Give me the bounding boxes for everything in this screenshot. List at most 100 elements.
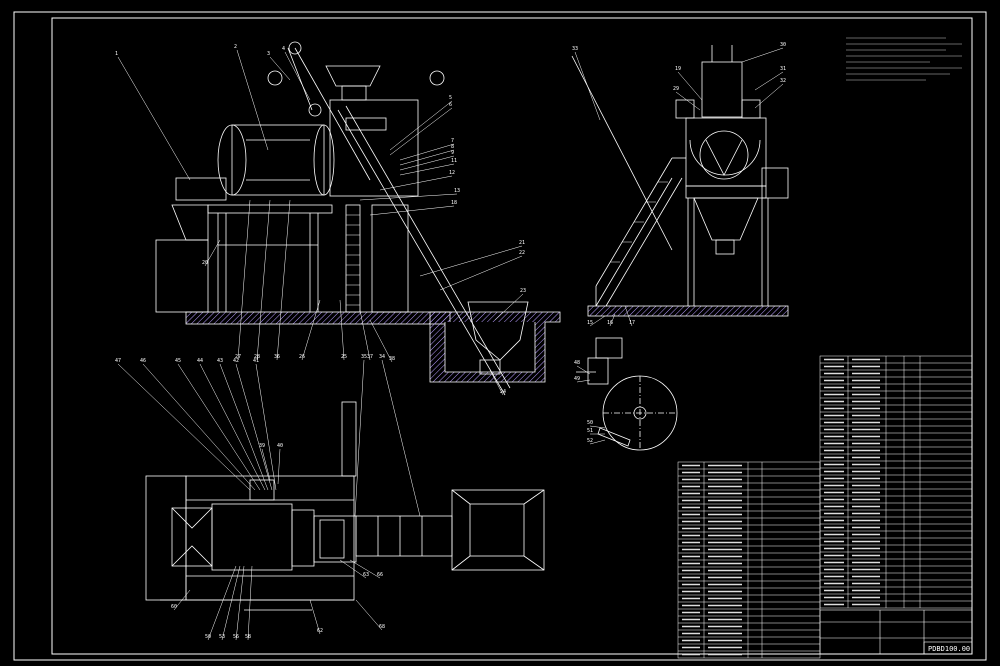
- foundation-slab: [185, 311, 451, 325]
- balloon-label: 33: [572, 46, 578, 52]
- fan-right: [429, 70, 445, 86]
- balloon-37: 37: [359, 309, 373, 361]
- balloon-31: 31: [754, 66, 786, 91]
- balloon-label: 18: [451, 200, 457, 206]
- balloon-4: 4: [282, 46, 311, 101]
- outer-frame: [13, 11, 987, 661]
- balloon-50: 50: [587, 420, 606, 429]
- balloon-label: 4: [282, 46, 285, 52]
- balloon-44: 44: [197, 358, 266, 491]
- balloon-3: 3: [267, 51, 291, 81]
- balloon-label: 28: [254, 354, 260, 360]
- balloon-label: 9: [451, 150, 454, 156]
- balloon-label: 60: [171, 604, 177, 610]
- balloon-label: 51: [587, 428, 593, 434]
- side-view: [155, 41, 561, 396]
- ladder: [345, 204, 361, 313]
- balloon-label: 50: [205, 634, 211, 640]
- balloon-26: 26: [299, 299, 321, 361]
- balloon-label: 29: [673, 86, 679, 92]
- balloon-label: 13: [454, 188, 460, 194]
- balloon-label: 21: [519, 240, 525, 246]
- balloon-15: 15: [587, 315, 606, 327]
- balloon-label: 44: [197, 358, 203, 364]
- balloon-19: 19: [675, 66, 703, 101]
- balloon-53: 53: [219, 565, 241, 641]
- balloon-label: 41: [253, 358, 259, 364]
- balloon-49: 49: [574, 376, 591, 383]
- balloon-1: 1: [115, 51, 191, 181]
- balloon-22: 22: [439, 250, 525, 291]
- balloon-label: 17: [629, 320, 635, 326]
- feed-hopper: [325, 65, 381, 87]
- balloon-32: 32: [754, 78, 786, 109]
- balloon-label: 26: [299, 354, 305, 360]
- drawing-number: PDBD100.00: [928, 645, 970, 653]
- balloon-label: 7: [451, 138, 454, 144]
- balloon-21: 21: [419, 240, 525, 277]
- balloon-43: 43: [217, 358, 269, 491]
- inclined-conveyor: [337, 109, 506, 396]
- balloon-label: 15: [587, 320, 593, 326]
- balloon-5: 5: [389, 95, 453, 151]
- balloon-13: 13: [359, 188, 460, 201]
- balloon-label: 2: [234, 44, 237, 50]
- balloon-28: 28: [254, 199, 271, 361]
- inlet-box: [171, 507, 213, 567]
- balloon-11: 11: [399, 158, 457, 176]
- balloon-2: 2: [234, 44, 269, 151]
- balloon-label: 43: [217, 358, 223, 364]
- balloon-label: 16: [607, 320, 613, 326]
- balloon-label: 11: [451, 158, 457, 164]
- balloon-41: 41: [253, 358, 277, 491]
- balloon-29: 29: [673, 86, 701, 111]
- balloon-35: 35: [354, 354, 367, 517]
- balloon-58: 58: [245, 565, 253, 641]
- discharge-hopper: [451, 489, 545, 571]
- balloon-47: 47: [115, 358, 251, 491]
- balloon-label: 45: [175, 358, 181, 364]
- balloon-12: 12: [379, 170, 455, 191]
- balloon-label: 25: [341, 354, 347, 360]
- balloon-label: 40: [277, 443, 283, 449]
- title-block: [819, 609, 973, 655]
- balloon-27: 27: [235, 199, 251, 361]
- balloon-label: 47: [115, 358, 121, 364]
- balloon-25: 25: [339, 299, 347, 361]
- balloon-label: 31: [780, 66, 786, 72]
- balloon-label: 1: [115, 51, 118, 57]
- balloon-40: 40: [277, 443, 283, 485]
- balloon-label: 32: [780, 78, 786, 84]
- balloon-38: 38: [369, 319, 395, 363]
- balloon-label: 62: [317, 628, 323, 634]
- balloon-20: 20: [202, 239, 221, 267]
- balloon-52: 52: [587, 438, 606, 445]
- balloon-label: 34: [379, 354, 385, 360]
- balloon-label: 35: [361, 354, 367, 360]
- balloon-39: 39: [259, 443, 271, 481]
- balloon-label: 12: [449, 170, 455, 176]
- balloon-label: 20: [202, 260, 208, 266]
- balloon-label: 6: [449, 102, 452, 108]
- balloon-18: 18: [369, 200, 457, 216]
- balloon-68: 68: [355, 599, 385, 631]
- stairs: [595, 177, 673, 307]
- balloon-30: 30: [741, 42, 786, 63]
- balloon-63: 63: [339, 559, 369, 579]
- balloon-label: 5: [449, 95, 452, 101]
- balloon-label: 48: [574, 360, 580, 366]
- balloon-label: 39: [259, 443, 265, 449]
- balloon-23: 23: [494, 288, 526, 321]
- balloon-label: 63: [363, 572, 369, 578]
- balloon-33: 33: [572, 46, 601, 121]
- balloon-label: 24: [500, 389, 506, 395]
- balloon-label: 52: [587, 438, 593, 444]
- balloon-label: 22: [519, 250, 525, 256]
- balloon-50: 50: [205, 565, 237, 641]
- fan-left: [267, 70, 283, 86]
- balloon-label: 46: [140, 358, 146, 364]
- balloon-label: 36: [274, 354, 280, 360]
- balloon-60: 60: [171, 589, 191, 611]
- balloon-62: 62: [309, 599, 323, 635]
- balloon-label: 50: [587, 420, 593, 426]
